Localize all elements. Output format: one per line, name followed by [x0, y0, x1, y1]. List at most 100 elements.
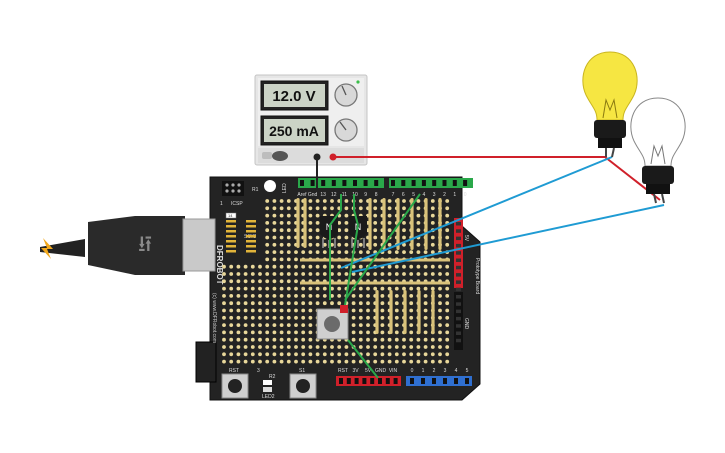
proto-hole[interactable]: [337, 221, 342, 225]
proto-hole[interactable]: [337, 294, 342, 298]
proto-hole[interactable]: [229, 315, 234, 320]
proto-hole[interactable]: [272, 257, 277, 262]
header-pin[interactable]: [342, 180, 347, 186]
proto-hole[interactable]: [351, 315, 356, 320]
proto-hole[interactable]: [394, 308, 399, 313]
proto-hole[interactable]: [358, 308, 363, 313]
proto-hole[interactable]: [301, 359, 306, 364]
proto-hole[interactable]: [272, 206, 277, 211]
proto-hole[interactable]: [438, 330, 442, 335]
proto-hole[interactable]: [402, 272, 406, 276]
proto-hole[interactable]: [430, 272, 435, 276]
proto-hole[interactable]: [344, 272, 349, 276]
rail-pin[interactable]: [456, 309, 461, 314]
proto-hole[interactable]: [279, 294, 284, 298]
proto-hole[interactable]: [351, 294, 356, 298]
proto-hole[interactable]: [394, 323, 399, 327]
rail-pin[interactable]: [456, 273, 461, 277]
proto-hole[interactable]: [294, 286, 298, 291]
proto-hole[interactable]: [430, 242, 435, 247]
proto-hole[interactable]: [308, 228, 313, 233]
proto-hole[interactable]: [272, 345, 277, 349]
proto-hole[interactable]: [250, 352, 255, 357]
proto-hole[interactable]: [236, 301, 241, 306]
proto-hole[interactable]: [294, 352, 298, 357]
proto-hole[interactable]: [423, 294, 428, 298]
proto-hole[interactable]: [402, 337, 406, 342]
proto-hole[interactable]: [445, 272, 450, 276]
proto-hole[interactable]: [222, 330, 226, 335]
proto-hole[interactable]: [409, 301, 414, 306]
proto-hole[interactable]: [236, 330, 241, 335]
proto-hole[interactable]: [308, 330, 313, 335]
proto-hole[interactable]: [279, 242, 284, 247]
proto-hole[interactable]: [438, 359, 442, 364]
proto-hole[interactable]: [308, 264, 313, 269]
proto-hole[interactable]: [265, 286, 270, 291]
proto-hole[interactable]: [272, 352, 277, 357]
proto-hole[interactable]: [416, 242, 421, 247]
proto-hole[interactable]: [366, 294, 370, 298]
proto-hole[interactable]: [416, 345, 421, 349]
proto-hole[interactable]: [344, 250, 349, 255]
proto-hole[interactable]: [394, 337, 399, 342]
proto-hole[interactable]: [294, 250, 298, 255]
proto-hole[interactable]: [373, 242, 378, 247]
proto-hole[interactable]: [423, 250, 428, 255]
proto-hole[interactable]: [402, 199, 406, 203]
proto-hole[interactable]: [330, 206, 334, 211]
rail-pin[interactable]: [456, 316, 461, 321]
proto-hole[interactable]: [272, 330, 277, 335]
proto-hole[interactable]: [409, 359, 414, 364]
proto-hole[interactable]: [279, 250, 284, 255]
proto-hole[interactable]: [416, 228, 421, 233]
proto-hole[interactable]: [301, 286, 306, 291]
proto-hole[interactable]: [423, 264, 428, 269]
proto-hole[interactable]: [258, 352, 262, 357]
proto-hole[interactable]: [337, 301, 342, 306]
proto-hole[interactable]: [416, 272, 421, 276]
proto-hole[interactable]: [337, 352, 342, 357]
proto-hole[interactable]: [222, 286, 226, 291]
proto-hole[interactable]: [438, 345, 442, 349]
proto-hole[interactable]: [258, 345, 262, 349]
proto-hole[interactable]: [243, 301, 248, 306]
rail-pin[interactable]: [456, 251, 461, 255]
proto-hole[interactable]: [294, 257, 298, 262]
proto-hole[interactable]: [236, 315, 241, 320]
proto-hole[interactable]: [308, 286, 313, 291]
proto-hole[interactable]: [308, 301, 313, 306]
header-pin[interactable]: [363, 180, 368, 186]
proto-hole[interactable]: [286, 228, 291, 233]
proto-hole[interactable]: [315, 352, 320, 357]
proto-hole[interactable]: [445, 352, 450, 357]
proto-hole[interactable]: [445, 242, 450, 247]
proto-hole[interactable]: [445, 228, 450, 233]
proto-hole[interactable]: [394, 345, 399, 349]
proto-hole[interactable]: [416, 337, 421, 342]
proto-hole[interactable]: [286, 206, 291, 211]
proto-hole[interactable]: [265, 264, 270, 269]
proto-hole[interactable]: [308, 323, 313, 327]
proto-hole[interactable]: [308, 213, 313, 218]
proto-hole[interactable]: [402, 228, 406, 233]
proto-hole[interactable]: [380, 345, 385, 349]
proto-hole[interactable]: [265, 345, 270, 349]
transistor-2[interactable]: N: [349, 216, 367, 248]
proto-hole[interactable]: [387, 352, 392, 357]
s1-button[interactable]: S1 3: [257, 368, 317, 399]
proto-hole[interactable]: [430, 250, 435, 255]
pushbutton[interactable]: [316, 305, 349, 340]
proto-hole[interactable]: [250, 337, 255, 342]
proto-hole[interactable]: [279, 308, 284, 313]
proto-hole[interactable]: [286, 323, 291, 327]
proto-hole[interactable]: [344, 221, 349, 225]
proto-hole[interactable]: [279, 257, 284, 262]
proto-hole[interactable]: [286, 337, 291, 342]
proto-hole[interactable]: [286, 257, 291, 262]
proto-hole[interactable]: [301, 330, 306, 335]
proto-hole[interactable]: [236, 279, 241, 284]
power-header-pin[interactable]: [370, 378, 375, 384]
analog-header-pin[interactable]: [432, 378, 436, 384]
